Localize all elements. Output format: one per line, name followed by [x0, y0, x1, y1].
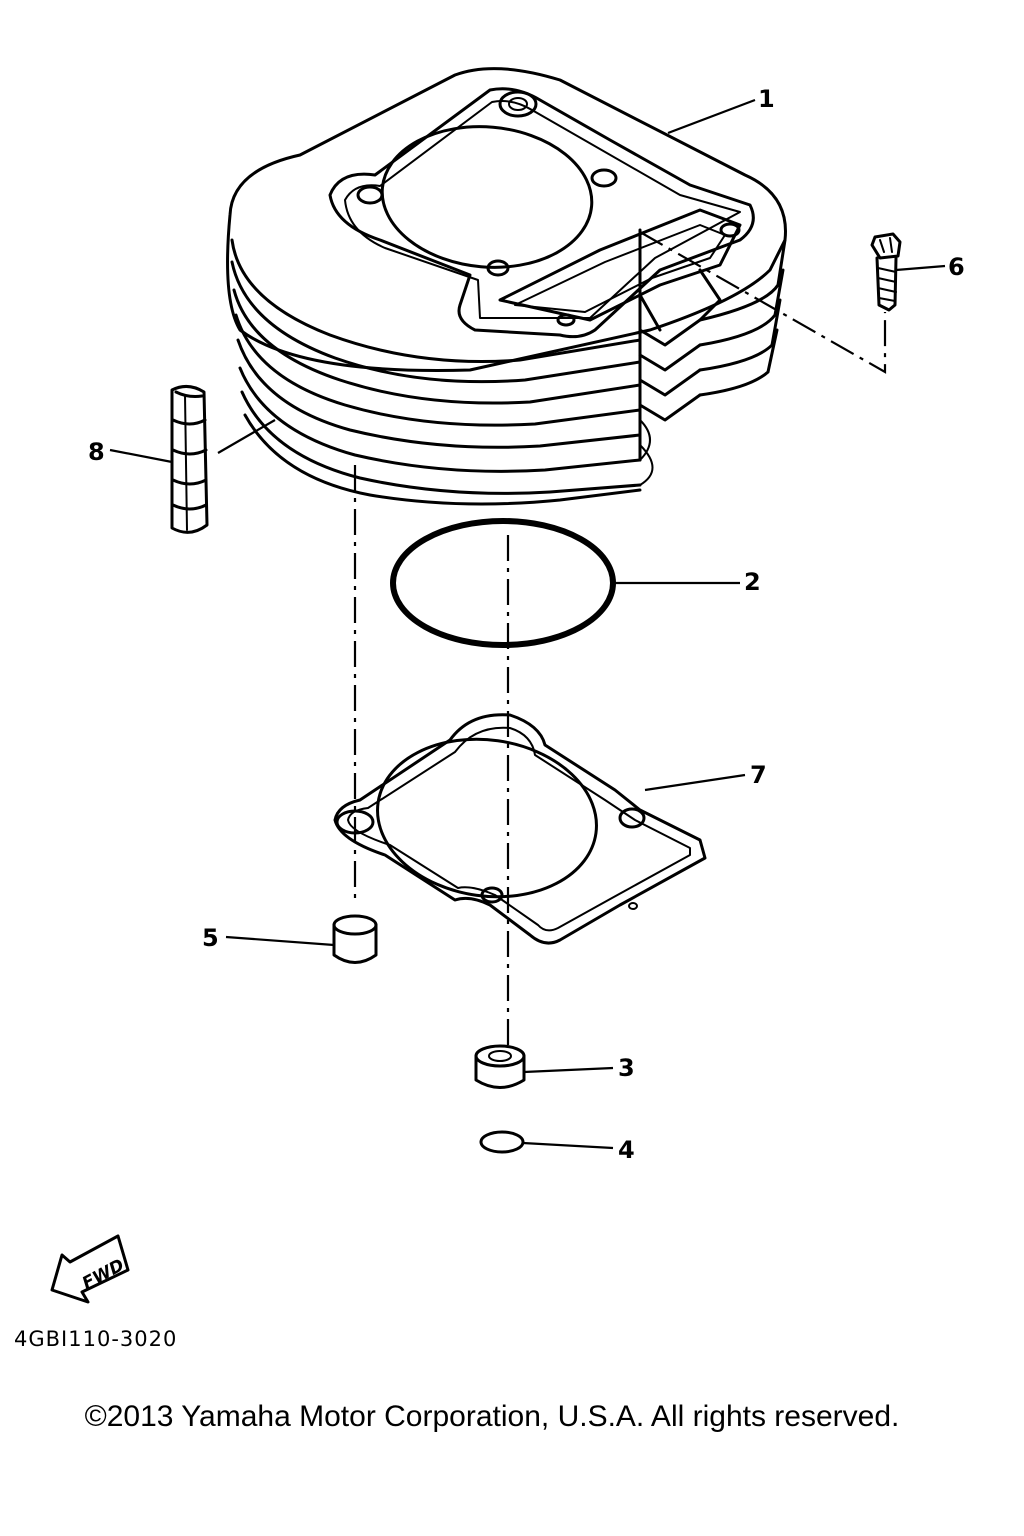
small-o-ring — [479, 1130, 525, 1154]
callout-5: 5 — [202, 924, 219, 952]
callout-4: 4 — [618, 1136, 635, 1164]
leader-lines — [109, 98, 946, 1150]
callout-7: 7 — [750, 761, 767, 789]
callout-8: 8 — [88, 438, 105, 466]
cylinder-gasket — [333, 713, 707, 945]
forward-label: FWD — [79, 1255, 128, 1294]
callout-2: 2 — [744, 568, 761, 596]
copyright-notice: ©2013 Yamaha Motor Corporation, U.S.A. A… — [84, 1400, 900, 1433]
bolt — [870, 232, 902, 312]
callout-3: 3 — [618, 1054, 635, 1082]
assembly-axes — [353, 231, 887, 1048]
dowel-pipe — [170, 385, 209, 534]
callout-1: 1 — [758, 85, 775, 113]
forward-arrow-icon: FWD — [50, 1234, 130, 1304]
cylinder — [226, 67, 787, 506]
o-ring — [390, 518, 616, 648]
callout-labels: 1 2 3 4 5 6 7 8 — [88, 85, 965, 1164]
callout-6: 6 — [948, 253, 965, 281]
dowel-pin-5 — [332, 914, 378, 964]
dowel-pin-3 — [474, 1044, 526, 1089]
part-code: 4GBI110-3020 — [14, 1327, 177, 1351]
